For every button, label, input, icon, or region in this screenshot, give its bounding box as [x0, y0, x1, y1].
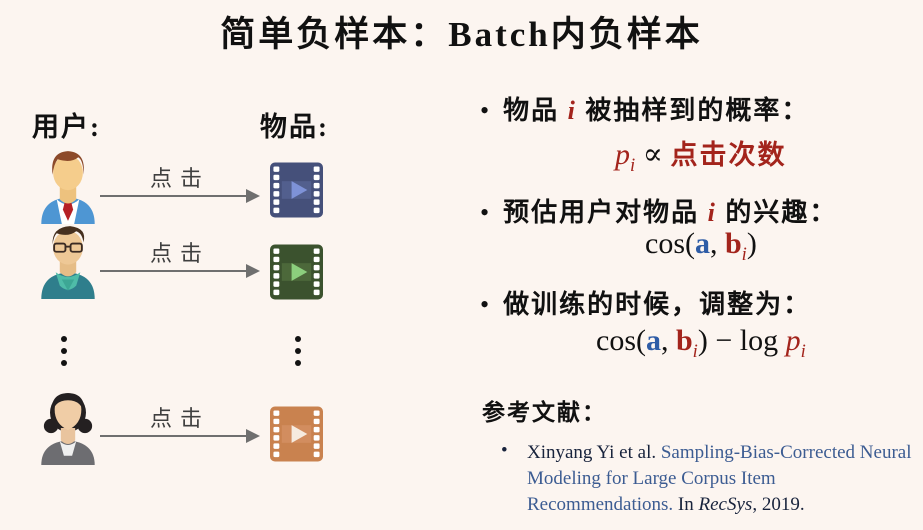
click-arrow-label: 点击 — [149, 406, 210, 431]
comma: , — [709, 227, 725, 260]
arrowhead-icon — [246, 264, 260, 278]
formula-sampling-probability: pi ∝ 点击次数 — [615, 133, 786, 177]
var-p: p — [615, 138, 630, 171]
reference-year: , 2019. — [752, 494, 805, 516]
bullet-icon: • — [480, 290, 492, 319]
minus-log: ) − log — [697, 324, 786, 357]
arrowhead-icon — [246, 429, 260, 443]
var-b: b — [724, 227, 742, 260]
ellipsis-items — [295, 336, 301, 366]
comma: , — [660, 324, 676, 357]
user-avatar-woman — [37, 389, 99, 465]
cos-open: cos( — [596, 324, 646, 357]
click-arrow-label: 点击 — [149, 166, 210, 191]
reference-authors: Xinyang Yi et al. — [527, 442, 661, 463]
click-arrow — [100, 429, 260, 443]
cos-close: ) — [746, 227, 757, 260]
reference-in: In — [673, 494, 699, 516]
slide-title: 简单负样本：Batch内负样本 — [220, 15, 703, 54]
bullet-text: 的兴趣： — [716, 198, 838, 227]
click-arrow — [100, 189, 260, 203]
item-index-var: i — [707, 198, 717, 227]
cos-open: cos( — [645, 227, 695, 260]
item-index-var: i — [567, 96, 577, 125]
ellipsis-users — [61, 336, 67, 366]
bullet-text: 预估用户对物品 — [503, 198, 708, 227]
click-arrow-label: 点击 — [149, 241, 210, 266]
items-column-label: 物品: — [260, 112, 329, 142]
man-glasses-icon — [41, 226, 95, 299]
bullet-text: 物品 — [503, 96, 568, 125]
var-a: a — [645, 324, 661, 357]
user-avatar-man-suit — [37, 148, 99, 224]
sub-i: i — [630, 155, 636, 176]
bullet-text: 被抽样到的概率： — [576, 96, 810, 125]
video-item-icon-navy — [270, 162, 323, 218]
video-item-icon-orange — [270, 406, 323, 462]
reference-paper-title: Sampling-Bias-Corrected Neural Modeling … — [527, 442, 912, 516]
click-count-text: 点击次数 — [670, 140, 787, 170]
users-column-label: 用户: — [32, 112, 101, 142]
var-b: b — [675, 324, 693, 357]
formula-adjusted-score: cos(a, bi) − log pi — [596, 324, 806, 363]
references-heading: 参考文献： — [482, 400, 607, 425]
var-p: p — [785, 324, 801, 357]
bullet-text: 做训练的时候，调整为： — [503, 290, 812, 319]
propto-symbol: ∝ — [635, 138, 671, 171]
man-suit-icon — [41, 151, 95, 224]
sub-i: i — [800, 341, 806, 362]
reference-item: • Xinyang Yi et al. Sampling-Bias-Correc… — [501, 440, 917, 519]
var-a: a — [694, 227, 710, 260]
arrowhead-icon — [246, 189, 260, 203]
sub-i: i — [741, 244, 747, 265]
bullet-icon: • — [501, 440, 508, 461]
click-arrow — [100, 264, 260, 278]
bullet-interest-estimate: • 预估用户对物品 i 的兴趣： — [480, 192, 910, 229]
bullet-icon: • — [480, 96, 492, 125]
bullet-icon: • — [480, 198, 492, 227]
woman-icon — [41, 393, 95, 465]
reference-venue: RecSys — [698, 494, 753, 516]
video-item-icon-green — [270, 244, 323, 300]
user-avatar-man-glasses — [37, 223, 99, 299]
bullet-sampling-probability: • 物品 i 被抽样到的概率： — [480, 90, 910, 127]
reference-citation: Xinyang Yi et al. Sampling-Bias-Correcte… — [527, 440, 917, 519]
formula-cosine-similarity: cos(a, bi) — [645, 227, 757, 266]
sub-i: i — [692, 341, 698, 362]
bullet-training-adjustment: • 做训练的时候，调整为： — [480, 284, 910, 321]
